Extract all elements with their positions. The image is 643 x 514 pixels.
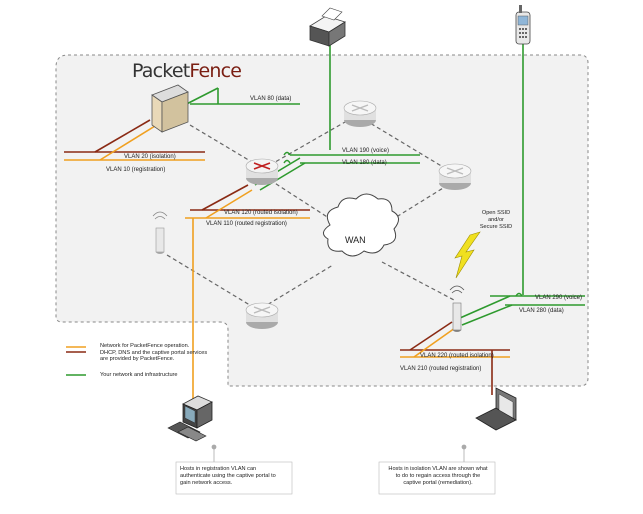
note-right-line-1: Hosts in isolation VLAN are shown what (388, 466, 488, 472)
desktop-computer-icon (167, 395, 213, 442)
vlan-190-label: VLAN 190 (voice) (342, 148, 390, 154)
callouts (211, 444, 467, 465)
vlan-120-label: VLAN 120 (routed isolation) (224, 210, 298, 216)
wan-label: WAN (345, 235, 366, 245)
access-point-icon-left (152, 211, 168, 254)
note-right: Hosts in isolation VLAN are shown what t… (383, 466, 493, 486)
note-right-line-2: to do to regain access through the (395, 472, 481, 479)
wireless-lightning-icon (454, 231, 481, 279)
phone-icon (515, 5, 531, 45)
router-icon-top (343, 100, 377, 127)
vlan-290-label: VLAN 290 (voice) (535, 295, 583, 301)
ssid-line-1: Open SSID (481, 210, 511, 216)
legend-green-text: Your network and infrastructure (100, 372, 178, 378)
vlan-110-label: VLAN 110 (routed registration) (206, 221, 287, 227)
note-left: Hosts in registration VLAN can authentic… (180, 466, 276, 486)
legend-pf-line-3: are provided by PacketFence. (100, 356, 175, 363)
legend-pf-text: Network for PacketFence operation. DHCP,… (100, 343, 207, 363)
legend-pf-line-2: DHCP, DNS and the captive portal service… (100, 349, 208, 356)
vlan-180-label: VLAN 180 (data) (342, 160, 387, 166)
note-left-line-1: Hosts in registration VLAN can (180, 466, 257, 472)
router-icon-right (438, 163, 472, 190)
laptop-icon (475, 387, 517, 431)
access-point-icon-right (449, 285, 465, 332)
ssid-label: Open SSID and/or Secure SSID (470, 210, 522, 230)
wan-cloud-icon (323, 193, 399, 257)
legend-pf-line-1: Network for PacketFence operation. (100, 343, 190, 349)
vlan-210-label: VLAN 210 (routed registration) (400, 366, 482, 372)
ssid-line-3: Secure SSID (479, 223, 513, 230)
bridges (283, 151, 523, 297)
printer-icon (309, 7, 346, 47)
ssid-line-2: and/or (488, 216, 504, 223)
vlan-220-label: VLAN 220 (routed isolation) (420, 353, 494, 359)
note-left-line-3: gain network access. (180, 479, 233, 486)
note-left-box (175, 461, 293, 495)
note-right-box (378, 461, 496, 495)
legend (66, 346, 86, 376)
router-icon-bottom (245, 302, 279, 329)
note-right-line-3: captive portal (remediation). (403, 479, 473, 486)
pf-lines (64, 119, 510, 400)
vlan-80-label: VLAN 80 (data) (250, 96, 292, 102)
vlan-20-label: VLAN 20 (isolation) (124, 154, 176, 160)
logo-part2: Fence (189, 60, 242, 82)
router-icon-main (245, 158, 279, 185)
vlan-10-label: VLAN 10 (registration) (106, 167, 166, 173)
vlan-280-label: VLAN 280 (data) (519, 308, 564, 314)
logo-part1: Packet (132, 60, 190, 82)
packetfence-logo: PacketFence (132, 60, 242, 82)
note-left-line-2: authenticate using the captive portal to (180, 472, 276, 479)
server-icon (151, 84, 189, 133)
